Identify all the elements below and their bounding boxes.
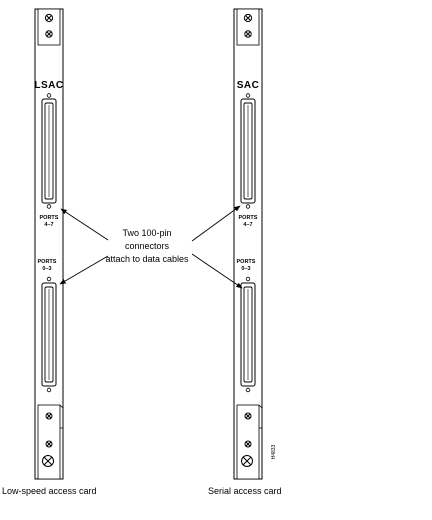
sac-lower-connector <box>240 276 256 393</box>
lsac-upper-connector <box>41 93 57 209</box>
sac-bottom-screw-3-icon <box>241 455 253 467</box>
lsac-bottom-screw-2-icon <box>45 440 53 448</box>
sac-lower-ports-label: PORTS <box>237 259 256 265</box>
callout-arrow-sac-upper <box>191 205 241 242</box>
sac-card-name: SAC <box>237 80 260 91</box>
sac-bottom-screw-1-icon <box>244 412 252 420</box>
lsac-lower-ports-range: 0–3 <box>42 266 51 272</box>
lsac-faceplate <box>34 8 64 480</box>
lsac-card: LSAC PORTS 4–7 PORTS 0–3 <box>34 8 64 480</box>
lsac-bottom-screw-1-icon <box>45 412 53 420</box>
sac-top-screw-2-icon <box>244 30 252 38</box>
sac-bottom-screw-2-icon <box>244 440 252 448</box>
sac-top-screw-1-icon <box>243 13 253 23</box>
lsac-top-screw-2-icon <box>45 30 53 38</box>
lsac-lower-ports-label: PORTS <box>38 259 57 265</box>
callout-arrow-sac-lower <box>191 253 243 289</box>
callout-arrow-lsac-upper <box>60 208 109 241</box>
sac-upper-ports-range: 4–7 <box>243 222 252 228</box>
sac-caption: Serial access card <box>208 486 282 496</box>
lsac-caption: Low-speed access card <box>2 486 97 496</box>
lsac-lower-connector <box>41 276 57 393</box>
callout-line-3: attach to data cables <box>105 254 189 264</box>
sac-upper-ports-label: PORTS <box>239 215 258 221</box>
lsac-card-name: LSAC <box>34 80 63 91</box>
lsac-top-ejector <box>37 8 61 46</box>
sac-lower-ports-range: 0–3 <box>241 266 250 272</box>
callout-line-1: Two 100-pin <box>122 228 171 238</box>
figure-id: H4833 <box>271 444 277 459</box>
callout-arrow-lsac-lower <box>59 255 109 285</box>
sac-card: SAC PORTS 4–7 PORTS 0–3 <box>233 8 263 480</box>
lsac-upper-ports-range: 4–7 <box>44 222 53 228</box>
callout-line-2: connectors <box>125 241 170 251</box>
lsac-upper-ports-label: PORTS <box>40 215 59 221</box>
sac-faceplate <box>233 8 263 480</box>
sac-top-ejector <box>236 8 260 46</box>
sac-upper-connector <box>240 93 256 209</box>
lsac-bottom-screw-3-icon <box>42 455 54 467</box>
lsac-top-screw-1-icon <box>44 13 54 23</box>
